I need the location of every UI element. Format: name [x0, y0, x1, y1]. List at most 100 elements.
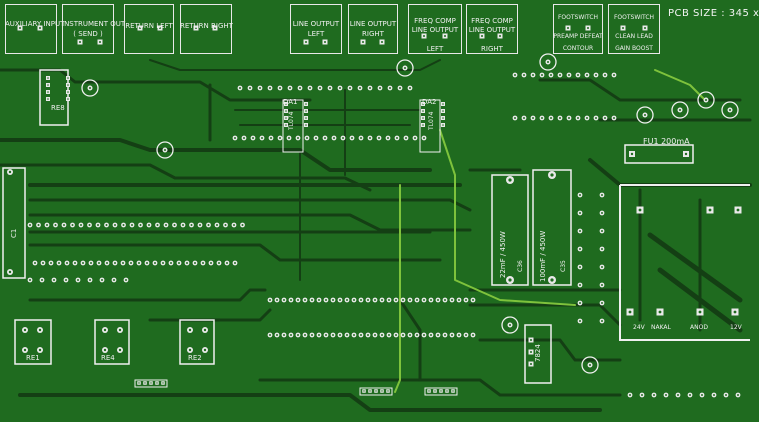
connector-freq-comp-left-sub: LINE OUTPUT [411, 26, 459, 34]
drill-hole [579, 266, 581, 268]
pcb-size-label: PCB SIZE : 345 x [668, 8, 759, 19]
drill-hole [346, 334, 348, 336]
terminal-12v-label: 12V [730, 324, 742, 331]
drill-hole [305, 110, 307, 112]
copper-trace [258, 378, 622, 397]
drill-hole [629, 394, 631, 396]
drill-hole [586, 74, 588, 76]
drill-hole [131, 224, 133, 226]
drill-hole [269, 299, 271, 301]
capacitor-c36-label: C36 [517, 260, 524, 272]
drill-hole [729, 109, 731, 111]
copper-trace [538, 78, 742, 102]
drill-hole [252, 137, 254, 139]
drill-hole [195, 27, 197, 29]
capacitor-c1-label: C1 [10, 228, 18, 238]
drill-hole [577, 117, 579, 119]
drill-hole [736, 208, 740, 212]
drill-hole [530, 351, 532, 353]
drill-hole [239, 87, 241, 89]
drill-hole [422, 124, 424, 126]
drill-hole [101, 279, 103, 281]
drill-hole [451, 334, 453, 336]
drill-hole [559, 117, 561, 119]
footswitch-clean-lead-bottom: GAIN BOOST [615, 45, 653, 52]
drill-hole [156, 382, 158, 384]
drill-hole [218, 262, 220, 264]
relay-re2-label: RE2 [188, 354, 202, 362]
connector-line-output-left-sub: LEFT [307, 30, 325, 38]
drill-hole [396, 137, 398, 139]
drill-hole [360, 137, 362, 139]
drill-hole [311, 299, 313, 301]
drill-hole [182, 224, 184, 226]
drill-hole [146, 262, 148, 264]
drill-hole [346, 299, 348, 301]
copper-trace [0, 163, 372, 192]
drill-hole [290, 299, 292, 301]
drill-hole [199, 224, 201, 226]
drill-hole [437, 334, 439, 336]
drill-hole [422, 110, 424, 112]
drill-hole [29, 224, 31, 226]
drill-hole [74, 262, 76, 264]
drill-hole [285, 103, 287, 105]
drill-hole [430, 334, 432, 336]
drill-hole [628, 310, 632, 314]
silk-outline [491, 174, 529, 286]
drill-hole [125, 279, 127, 281]
drill-hole [405, 137, 407, 139]
drill-hole [324, 41, 326, 43]
drill-hole [304, 299, 306, 301]
drill-hole [170, 262, 172, 264]
drill-hole [306, 137, 308, 139]
drill-hole [114, 262, 116, 264]
copper-trace [468, 303, 622, 327]
drill-hole [601, 284, 603, 286]
drill-hole [440, 390, 442, 392]
drill-hole [630, 152, 634, 156]
drill-hole [416, 334, 418, 336]
drill-hole [359, 87, 361, 89]
drill-hole [90, 262, 92, 264]
drill-hole [389, 87, 391, 89]
drill-hole [241, 224, 244, 226]
drill-hole [79, 41, 81, 43]
drill-hole [379, 87, 381, 89]
drill-hole [207, 224, 210, 226]
drill-hole [444, 334, 446, 336]
connector-line-output-left-label: LINE OUTPUT [292, 20, 340, 28]
copper-trace [654, 69, 706, 101]
drill-hole [369, 87, 371, 89]
opamp-tl074-2-label: TL074 [428, 111, 435, 130]
drill-hole [54, 224, 57, 226]
silk-outline [359, 387, 393, 396]
drill-hole [319, 87, 321, 89]
drill-hole [67, 77, 69, 79]
drill-hole [381, 390, 383, 392]
drill-hole [601, 266, 603, 268]
drill-hole [103, 328, 107, 332]
drill-hole [374, 334, 376, 336]
drill-hole [568, 117, 570, 119]
connector-freq-comp-right-sub: LINE OUTPUT [468, 26, 516, 34]
drill-hole [297, 137, 299, 139]
connector-return-left [124, 4, 174, 54]
drill-hole [234, 262, 236, 264]
drill-hole [138, 262, 140, 264]
drill-hole [622, 27, 624, 29]
drill-hole [541, 117, 543, 119]
drill-hole [63, 224, 65, 226]
connector-instrument-out-label: INSTRUMENT OUT [62, 20, 126, 28]
relay-re8-label: RE8 [51, 104, 65, 112]
round-component [156, 141, 174, 159]
drill-hole [164, 149, 166, 151]
drill-hole [404, 67, 406, 69]
connector-line-output-right-sub: RIGHT [362, 30, 384, 38]
drill-hole [530, 363, 532, 365]
drill-hole [71, 224, 74, 226]
drill-hole [402, 299, 404, 301]
drill-hole [269, 334, 271, 336]
round-component [581, 356, 599, 374]
drill-hole [39, 27, 41, 29]
